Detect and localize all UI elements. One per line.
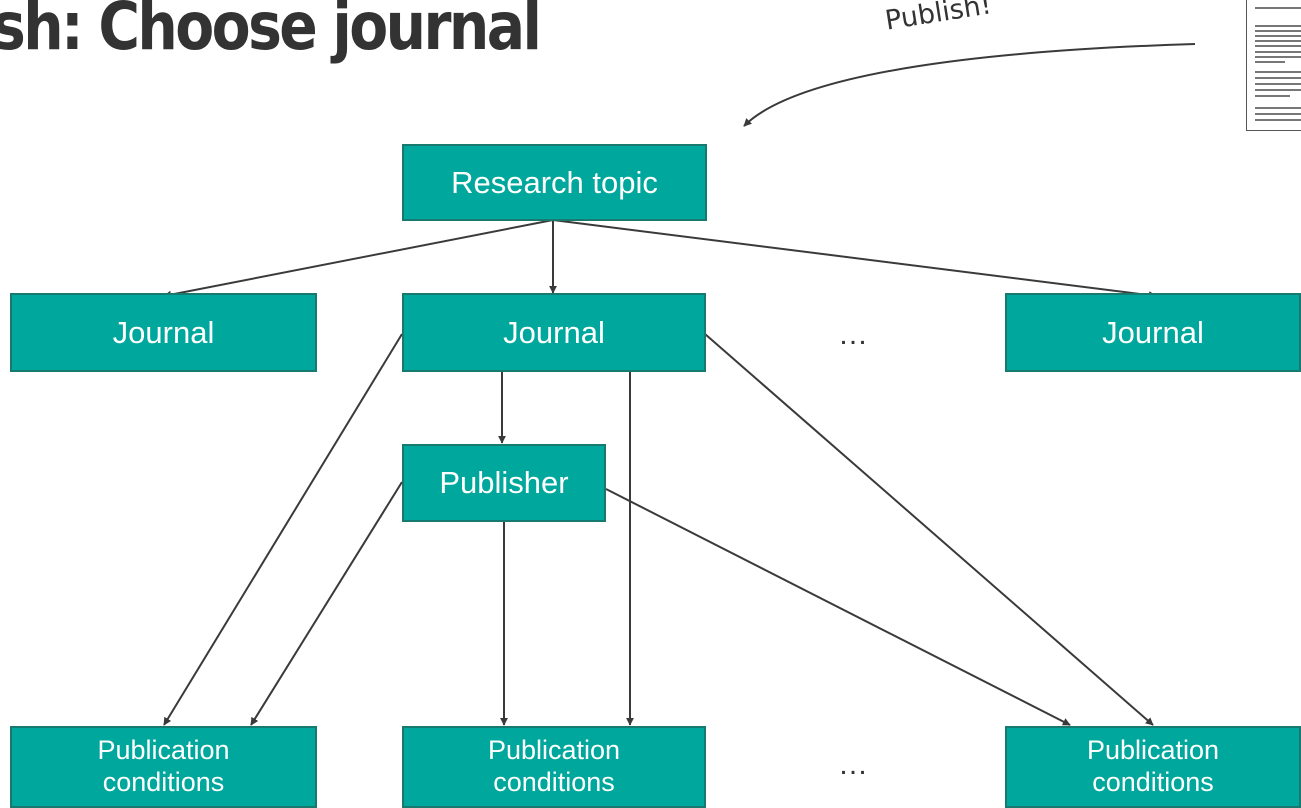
node-label: Publisher	[439, 465, 569, 500]
node-label-line: conditions	[102, 767, 225, 797]
edge-journal-to-conditions-left	[163, 333, 403, 726]
edge-publisher-to-conditions-left	[250, 481, 403, 726]
edge-topic-to-journal-left	[163, 219, 554, 299]
edge-journal-to-conditions-right	[704, 333, 1154, 726]
node-research-topic: Research topic	[402, 144, 707, 221]
node-label: Journal	[112, 314, 215, 350]
conditions-ellipsis: …	[838, 748, 868, 781]
node-journal-left: Journal	[10, 293, 317, 372]
node-label: Journal	[503, 314, 605, 350]
page-title: sh: Choose journal	[0, 0, 542, 65]
node-conditions-right: Publication conditions	[1005, 726, 1301, 808]
node-journal-right: Journal	[1005, 293, 1301, 372]
node-label: Research topic	[451, 164, 658, 200]
node-label-line: conditions	[493, 767, 615, 797]
node-label-line: Publication	[487, 735, 621, 766]
document-icon	[1246, 0, 1301, 131]
node-publisher: Publisher	[402, 444, 606, 522]
edge-publisher-to-conditions-right	[605, 488, 1071, 726]
node-label-line: Publication	[1086, 735, 1220, 766]
node-label: Journal	[1102, 314, 1204, 350]
edge-topic-to-journal-right	[552, 219, 1157, 300]
node-conditions-center: Publication conditions	[402, 726, 706, 808]
journal-ellipsis: …	[838, 318, 868, 351]
node-label-line: conditions	[1092, 767, 1214, 797]
curved-arrow-icon	[743, 43, 1196, 127]
node-label-line: Publication	[97, 735, 230, 766]
node-conditions-left: Publication conditions	[10, 726, 317, 808]
node-journal-center: Journal	[402, 293, 706, 372]
